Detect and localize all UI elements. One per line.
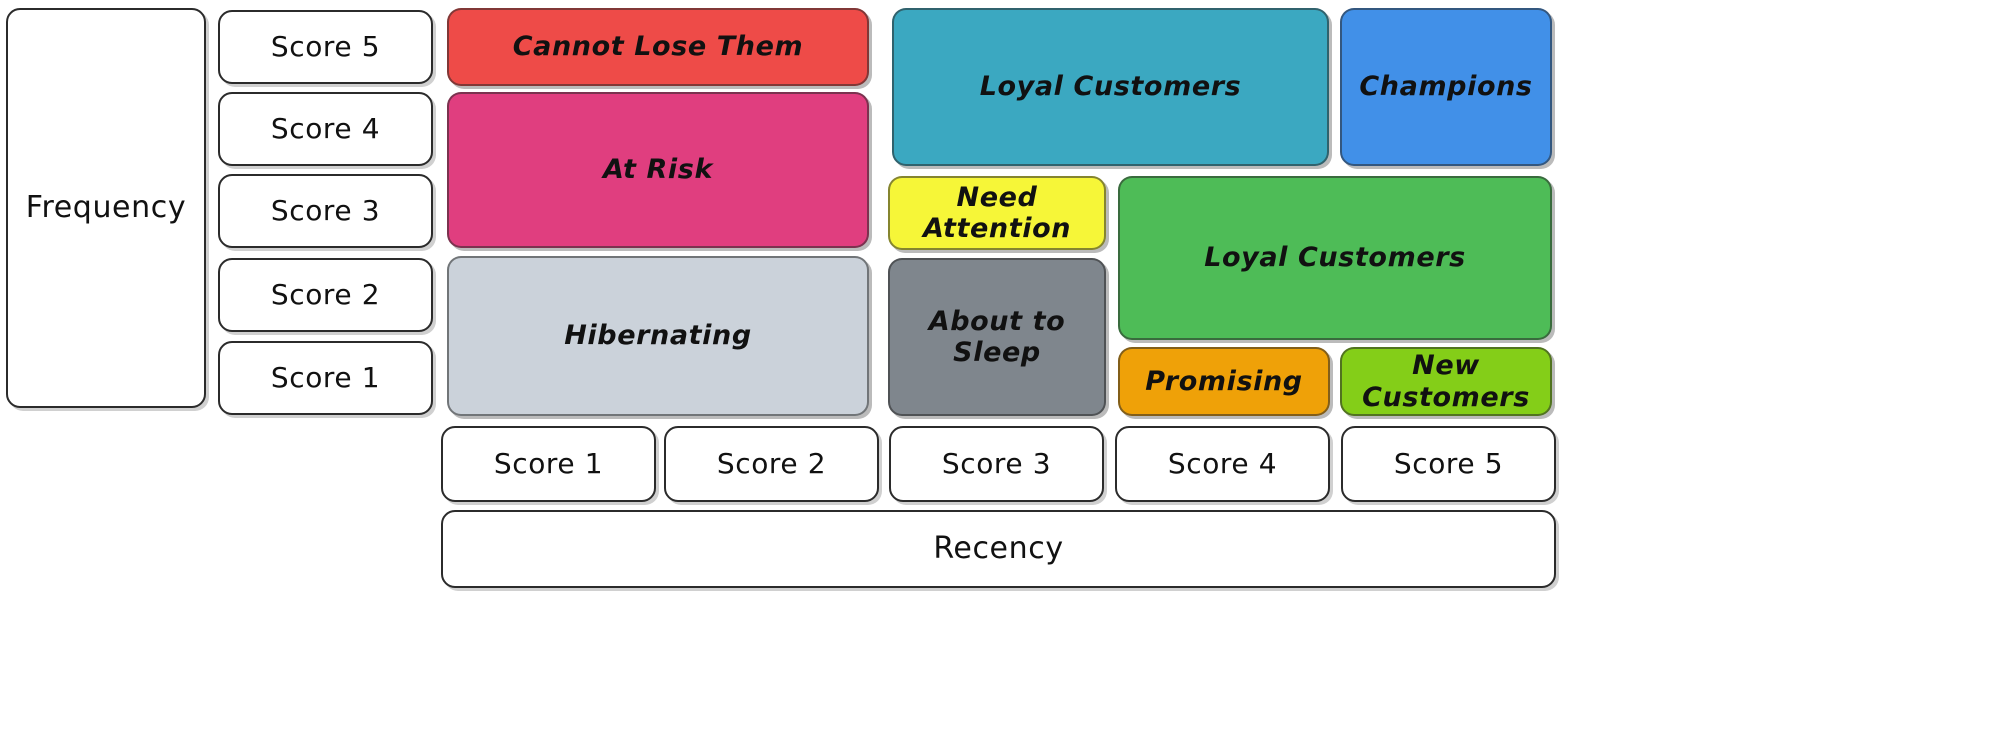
- segment-need-attention[interactable]: Need Attention: [888, 176, 1106, 250]
- segment-about-to-sleep[interactable]: About to Sleep: [888, 258, 1106, 416]
- recency-score-1: Score 1: [441, 426, 656, 502]
- recency-axis-title: Recency: [441, 510, 1556, 588]
- frequency-score-4: Score 4: [218, 92, 433, 166]
- frequency-score-5: Score 5: [218, 10, 433, 84]
- segment-loyal-customers-green[interactable]: Loyal Customers: [1118, 176, 1552, 340]
- frequency-axis-title: Frequency: [6, 8, 206, 408]
- recency-score-2: Score 2: [664, 426, 879, 502]
- frequency-score-2: Score 2: [218, 258, 433, 332]
- segment-new-customers[interactable]: New Customers: [1340, 347, 1552, 416]
- segment-promising[interactable]: Promising: [1118, 347, 1330, 416]
- segment-at-risk[interactable]: At Risk: [447, 92, 869, 248]
- segment-loyal-customers-teal[interactable]: Loyal Customers: [892, 8, 1329, 166]
- segment-hibernating[interactable]: Hibernating: [447, 256, 869, 416]
- frequency-score-3: Score 3: [218, 174, 433, 248]
- recency-score-4: Score 4: [1115, 426, 1330, 502]
- recency-score-5: Score 5: [1341, 426, 1556, 502]
- recency-score-3: Score 3: [889, 426, 1104, 502]
- segment-cannot-lose-them[interactable]: Cannot Lose Them: [447, 8, 869, 86]
- segment-champions[interactable]: Champions: [1340, 8, 1552, 166]
- frequency-score-1: Score 1: [218, 341, 433, 415]
